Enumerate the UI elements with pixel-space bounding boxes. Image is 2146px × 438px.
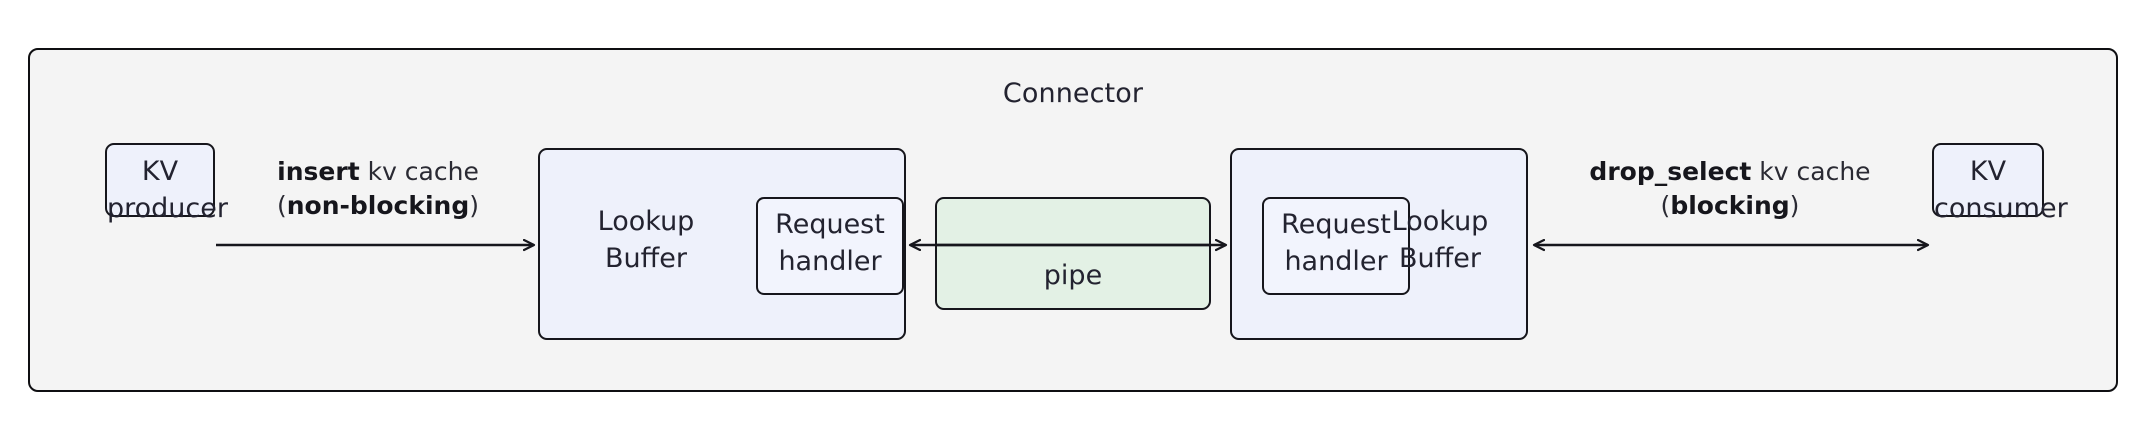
kv-consumer-label: KV consumer [1934,156,2068,225]
lookup-buffer-right-node[interactable]: Request handler Lookup Buffer [1230,148,1528,340]
edge-label-insert-line1: insert kv cache [218,155,538,189]
edge-label-drop-op: drop_select [1589,157,1752,186]
edge-label-drop-line2: (blocking) [1528,189,1932,223]
edge-label-drop-mode: blocking [1670,191,1790,220]
lookup-buffer-right-label: Lookup Buffer [1391,206,1489,275]
lookup-buffer-left-node[interactable]: Lookup Buffer Request handler [538,148,906,340]
edge-label-drop-select: drop_select kv cache (blocking) [1528,155,1932,223]
edge-label-insert-line2: (non-blocking) [218,189,538,223]
request-handler-left-label: Request handler [775,209,885,278]
pipe-node[interactable]: pipe [935,197,1211,310]
edge-label-insert: insert kv cache (non-blocking) [218,155,538,223]
edge-label-drop-line1: drop_select kv cache [1528,155,1932,189]
pipe-label: pipe [1043,260,1103,291]
lookup-buffer-left-label: Lookup Buffer [597,206,695,275]
edge-label-insert-paren-open: ( [276,191,287,220]
edge-label-drop-paren-open: ( [1660,191,1671,220]
kv-producer-label: KV producer [107,156,228,225]
edge-label-insert-op: insert [277,157,360,186]
edge-label-insert-mode: non-blocking [286,191,470,220]
request-handler-right-node[interactable]: Request handler [1262,197,1410,295]
kv-consumer-node[interactable]: KV consumer [1932,143,2068,224]
request-handler-left-node[interactable]: Request handler [756,197,904,295]
request-handler-right-label: Request handler [1281,209,1391,278]
edge-label-drop-paren-close: ) [1789,191,1800,220]
edge-label-drop-rest: kv cache [1751,157,1871,186]
edge-label-insert-paren-close: ) [469,191,480,220]
kv-producer-node[interactable]: KV producer [105,143,228,224]
connector-title: Connector [1002,78,1144,109]
edge-label-insert-rest: kv cache [359,157,479,186]
